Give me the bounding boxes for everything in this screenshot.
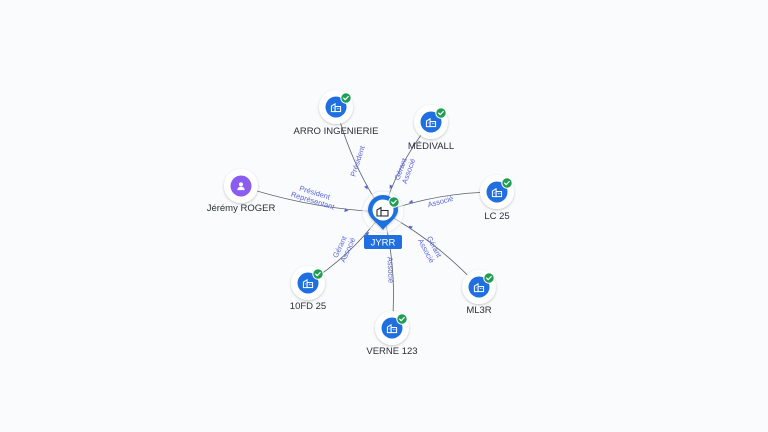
node-label: Jérémy ROGER bbox=[207, 203, 276, 214]
node-label: 10FD 25 bbox=[290, 301, 326, 312]
node-verne[interactable]: VERNE 123 bbox=[366, 311, 418, 357]
node-arro[interactable]: ARRO INGENIERIE bbox=[294, 90, 379, 137]
edge-arrow-ml3r bbox=[408, 225, 413, 230]
verified-check-icon bbox=[340, 92, 352, 104]
center-label: JYRR bbox=[371, 238, 396, 249]
node-label: ML3R bbox=[466, 305, 491, 316]
center-node[interactable]: JYRR bbox=[361, 190, 405, 249]
node-label: LC 25 bbox=[484, 211, 509, 222]
center-label-badge bbox=[364, 235, 402, 249]
node-ml3r[interactable]: ML3R bbox=[462, 270, 496, 316]
verified-check-icon bbox=[388, 196, 400, 208]
verified-check-icon bbox=[312, 268, 324, 280]
node-label: ARRO INGENIERIE bbox=[294, 126, 379, 137]
verified-check-icon bbox=[483, 272, 495, 284]
node-medivall[interactable]: MÉDIVALL bbox=[408, 105, 454, 152]
node-jeremy[interactable]: Jérémy ROGER bbox=[207, 169, 276, 214]
edge-arrow-jeremy bbox=[344, 208, 349, 213]
edge-label-arro: Président bbox=[348, 144, 367, 178]
edge-label-verne: Associé bbox=[386, 257, 396, 284]
edge-arrow-medivall bbox=[389, 184, 394, 189]
node-label: VERNE 123 bbox=[366, 346, 417, 357]
node-lc25[interactable]: LC 25 bbox=[480, 175, 514, 222]
verified-check-icon bbox=[435, 107, 447, 119]
edge-arrow-10fd bbox=[364, 232, 370, 237]
edge-label-lc25: Associé bbox=[427, 194, 455, 209]
verified-check-icon bbox=[396, 313, 408, 325]
edge-arrow-arro bbox=[364, 185, 368, 190]
edge-arrow-lc25 bbox=[408, 199, 413, 204]
verified-check-icon bbox=[501, 177, 513, 189]
node-label: MÉDIVALL bbox=[408, 141, 454, 152]
building-icon bbox=[376, 206, 389, 217]
node-10fd[interactable]: 10FD 25 bbox=[290, 266, 326, 312]
